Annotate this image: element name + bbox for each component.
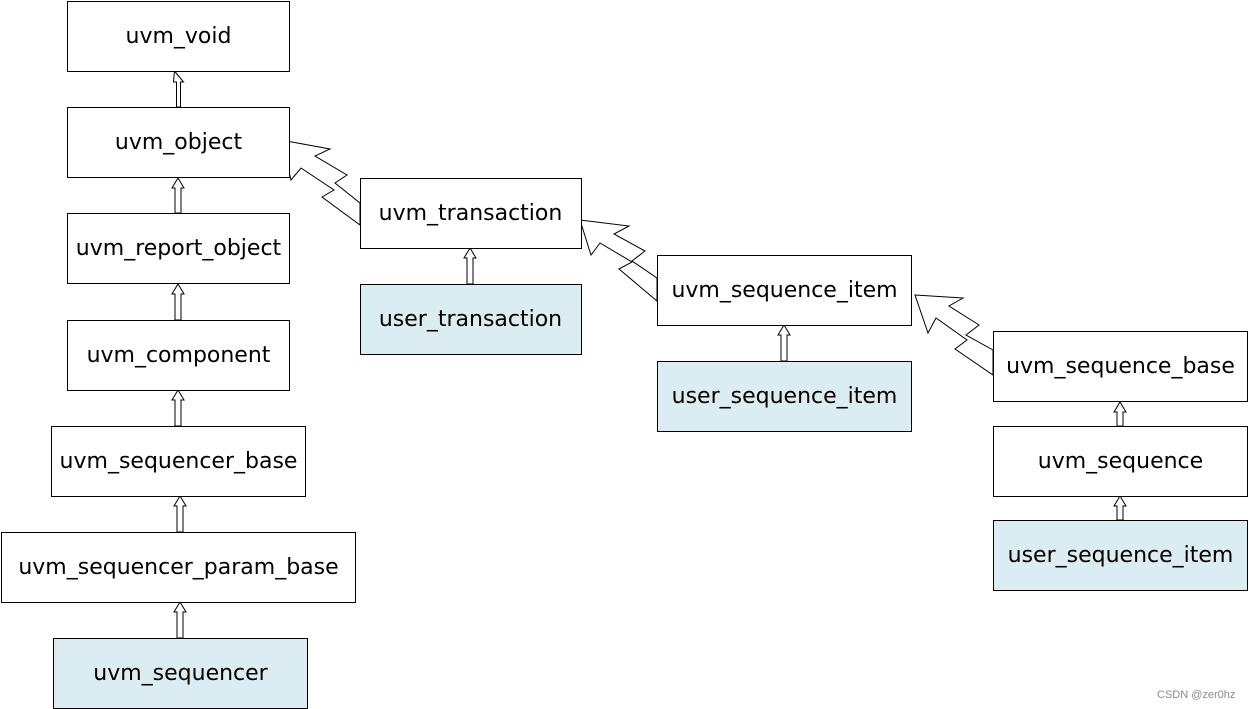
arrow-uvm_sequencer_param_base-to-uvm_sequencer_base [173, 495, 187, 533]
node-label: uvm_sequence_base [1006, 354, 1235, 379]
node-label: user_sequence_item [672, 384, 898, 409]
node-uvm_sequencer_base: uvm_sequencer_base [51, 426, 306, 497]
arrow-user_sequence_item-to-uvm_sequence_item [777, 324, 791, 362]
node-uvm_sequence: uvm_sequence [993, 426, 1248, 497]
node-label: uvm_object [115, 130, 243, 155]
node-uvm_object: uvm_object [67, 107, 290, 178]
node-uvm_sequencer: uvm_sequencer [53, 638, 308, 709]
arrow-uvm_component-to-uvm_report_object [171, 283, 185, 321]
node-label: uvm_sequencer [93, 661, 268, 686]
arrow-user_transaction-to-uvm_transaction [463, 247, 477, 285]
node-label: uvm_sequencer_param_base [18, 555, 338, 580]
node-label: user_sequence_item [1008, 543, 1234, 568]
node-uvm_sequence_base: uvm_sequence_base [993, 331, 1248, 402]
arrow-uvm_object-to-uvm_void [172, 69, 185, 108]
node-user_transaction: user_transaction [360, 284, 582, 355]
node-uvm_sequence_item: uvm_sequence_item [657, 255, 912, 326]
node-label: user_transaction [379, 307, 562, 332]
node-user_sequence_item: user_sequence_item [657, 361, 912, 432]
watermark-text: CSDN @zer0hz [1157, 689, 1236, 701]
node-label: uvm_sequence [1038, 449, 1203, 474]
node-user_sequence_item-2: user_sequence_item [993, 520, 1248, 591]
node-label: uvm_component [87, 343, 271, 368]
arrow-uvm_sequence_base-to-uvm_sequence_item [914, 294, 994, 376]
arrow-uvm_transaction-to-uvm_object [280, 139, 361, 226]
node-uvm_transaction: uvm_transaction [360, 178, 582, 249]
node-uvm_void: uvm_void [67, 1, 290, 72]
node-label: uvm_sequence_item [671, 278, 897, 303]
arrow-uvm_sequence-to-uvm_sequence_base [1113, 401, 1127, 427]
node-uvm_sequencer_param_base: uvm_sequencer_param_base [1, 532, 356, 603]
node-label: uvm_transaction [379, 201, 563, 226]
arrow-uvm_sequence_item-to-uvm_transaction [579, 219, 658, 303]
node-uvm_component: uvm_component [67, 320, 290, 391]
node-uvm_report_object: uvm_report_object [67, 213, 290, 284]
arrow-uvm_sequencer_base-to-uvm_component [171, 389, 185, 427]
arrow-uvm_sequencer-to-uvm_sequencer_param_base [173, 601, 187, 639]
node-label: uvm_report_object [76, 236, 282, 261]
node-label: uvm_sequencer_base [60, 449, 298, 474]
arrow-user_sequence_item-to-uvm_sequence [1113, 495, 1127, 521]
arrow-uvm_report_object-to-uvm_object [171, 177, 185, 214]
node-label: uvm_void [126, 24, 232, 49]
